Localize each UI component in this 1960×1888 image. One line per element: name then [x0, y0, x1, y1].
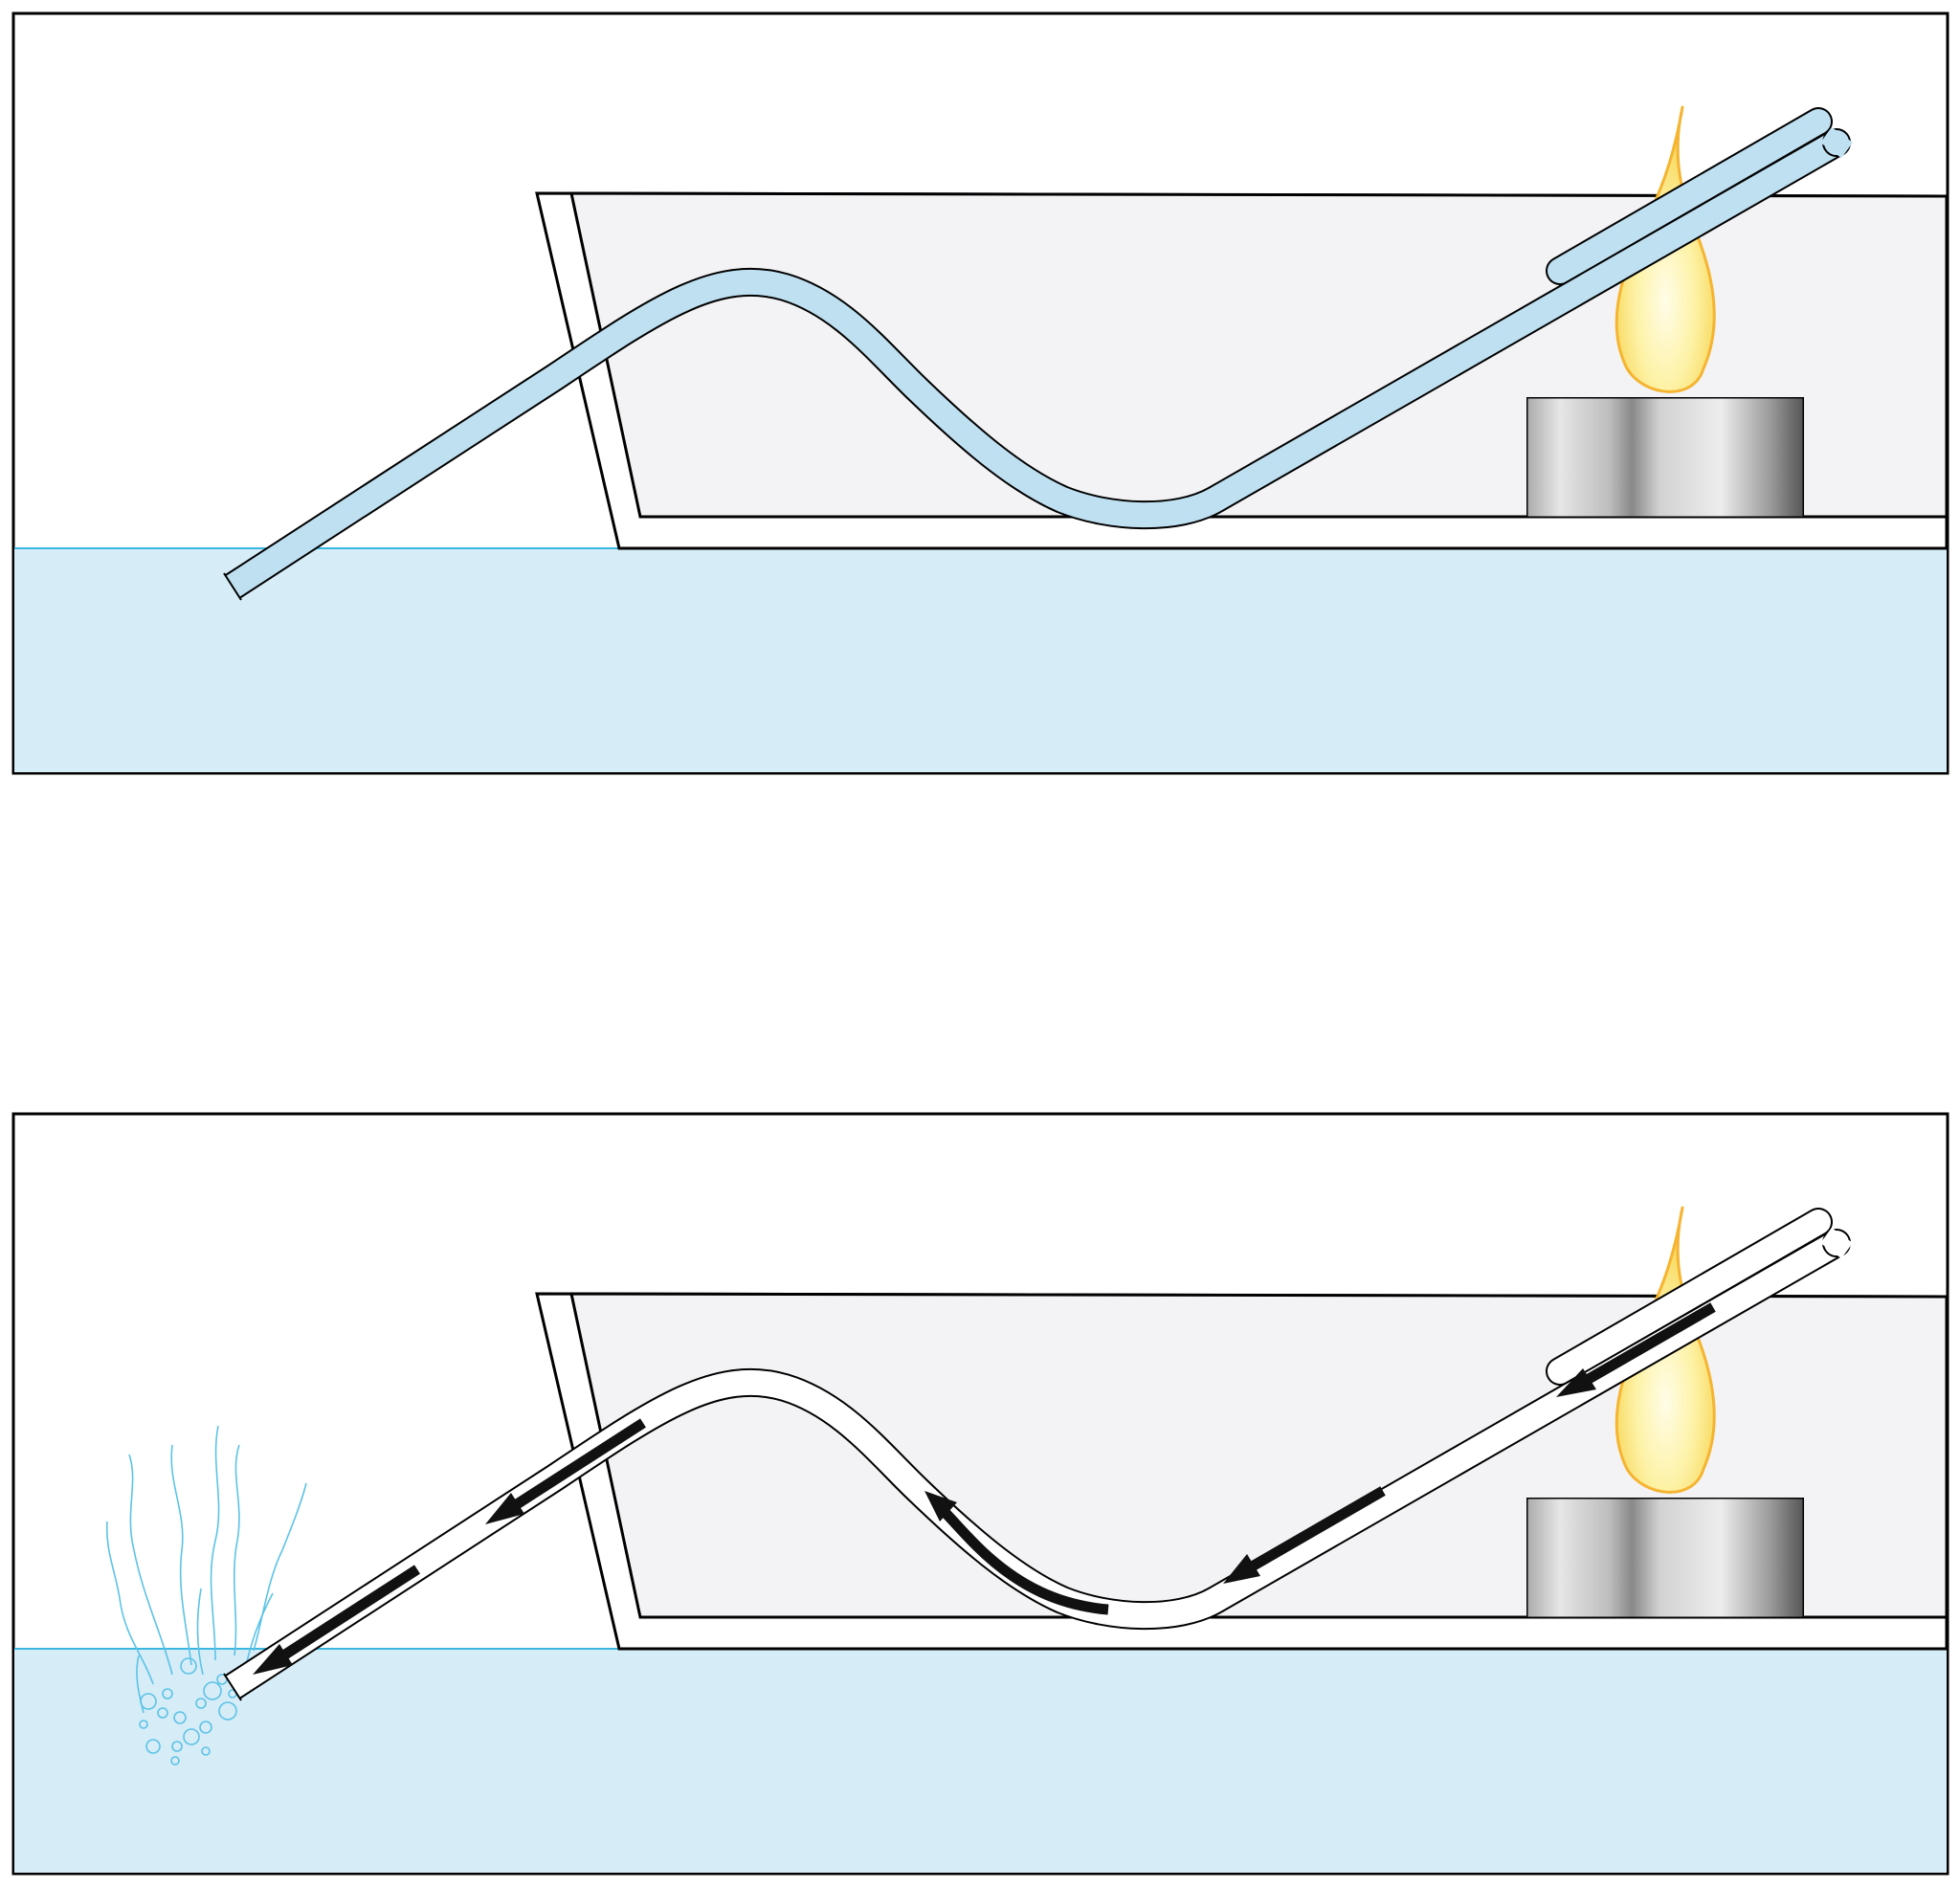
- flow-arrow: [1223, 1486, 1386, 1584]
- water: [14, 1649, 1947, 1873]
- coiled-tube: [233, 1222, 1853, 1687]
- top-panel: [11, 11, 1949, 775]
- water: [14, 548, 1947, 772]
- flow-arrows: [253, 1302, 1716, 1675]
- flow-arrow: [485, 1418, 646, 1524]
- candle: [1526, 1498, 1804, 1618]
- coiled-tube: [233, 122, 1853, 587]
- flow-arrow: [253, 1565, 420, 1675]
- flow-arrow: [924, 1491, 1109, 1615]
- bubbles: [105, 1425, 307, 1766]
- candle: [1526, 397, 1804, 518]
- flow-arrow: [1556, 1302, 1716, 1397]
- exhaust-pipe: [223, 572, 242, 601]
- exhaust-pipe: [223, 1673, 242, 1701]
- bottom-panel: [11, 1112, 1949, 1876]
